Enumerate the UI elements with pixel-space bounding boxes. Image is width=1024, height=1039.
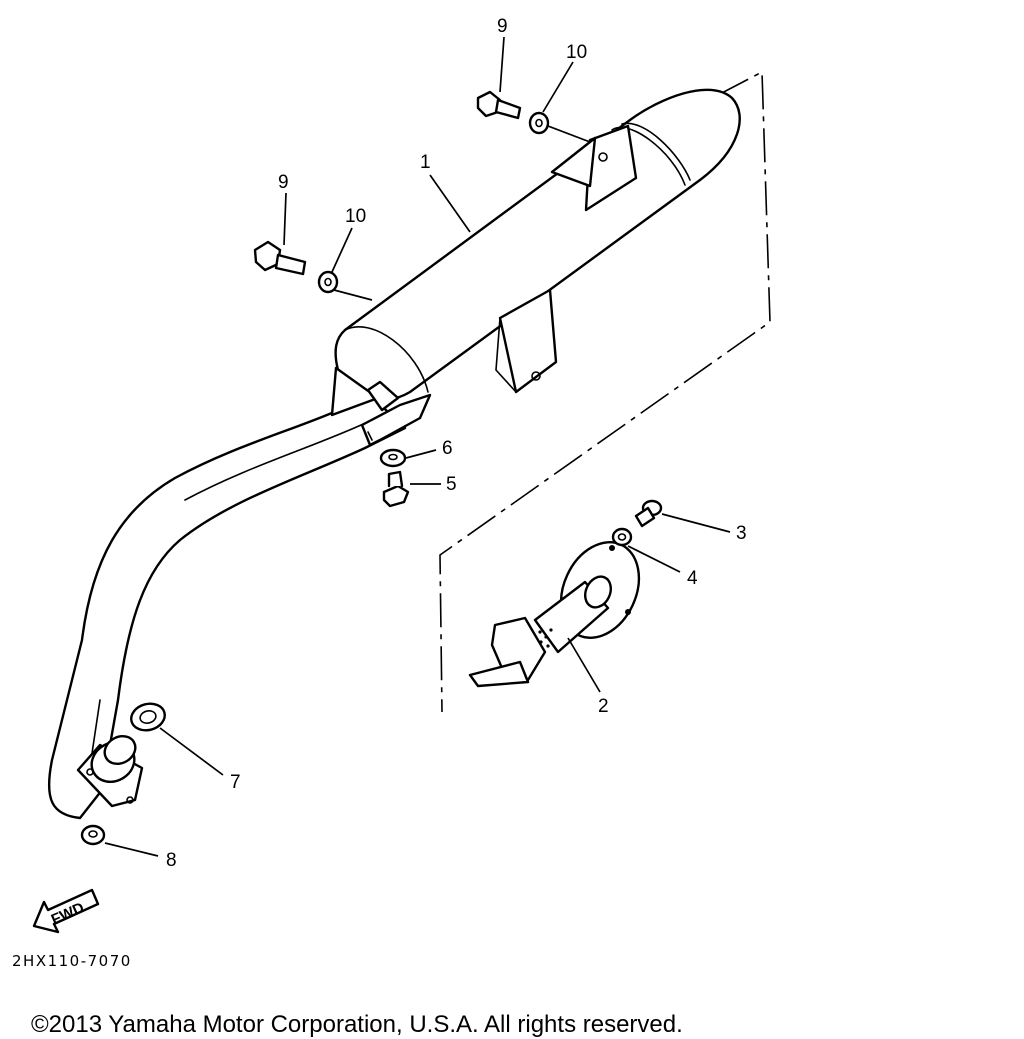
callout-1: 1 (420, 152, 431, 173)
callout-9-left: 9 (278, 172, 289, 193)
callout-10-left: 10 (345, 206, 366, 227)
washer-4 (611, 527, 633, 547)
assembly-boundary (439, 70, 771, 713)
leader-lines (104, 36, 731, 857)
nut-8 (80, 824, 106, 846)
screw-3 (634, 499, 663, 528)
callout-5: 5 (446, 474, 457, 495)
pipe-clamp (360, 393, 432, 447)
callout-2: 2 (598, 696, 609, 717)
bolt-9-top (476, 90, 522, 120)
exhaust-flange (76, 734, 144, 808)
bolt-5 (382, 470, 410, 508)
callout-3: 3 (736, 523, 747, 544)
callout-6: 6 (442, 438, 453, 459)
washer-6 (379, 448, 407, 468)
copyright-notice: ©2013 Yamaha Motor Corporation, U.S.A. A… (31, 1011, 683, 1038)
callout-4: 4 (687, 568, 698, 589)
washer-10-left (317, 270, 339, 294)
bottom-bracket (495, 288, 558, 394)
fwd-arrow: FWD (32, 888, 100, 934)
callout-labels: 1 2 3 4 5 6 7 8 9 10 9 10 (166, 16, 747, 871)
callout-7: 7 (230, 772, 241, 793)
top-bracket (550, 124, 638, 212)
bolt-9-left (253, 240, 307, 276)
washer-10-top (528, 111, 550, 135)
muffler-body (330, 88, 741, 417)
callout-10-top: 10 (566, 42, 587, 63)
diagram-code: 2HX110-7070 (12, 952, 132, 970)
gasket-7 (130, 702, 166, 732)
spark-arrester (468, 540, 641, 688)
fwd-label: FWD (49, 899, 87, 928)
callout-8: 8 (166, 850, 177, 871)
callout-9-top: 9 (497, 16, 508, 37)
